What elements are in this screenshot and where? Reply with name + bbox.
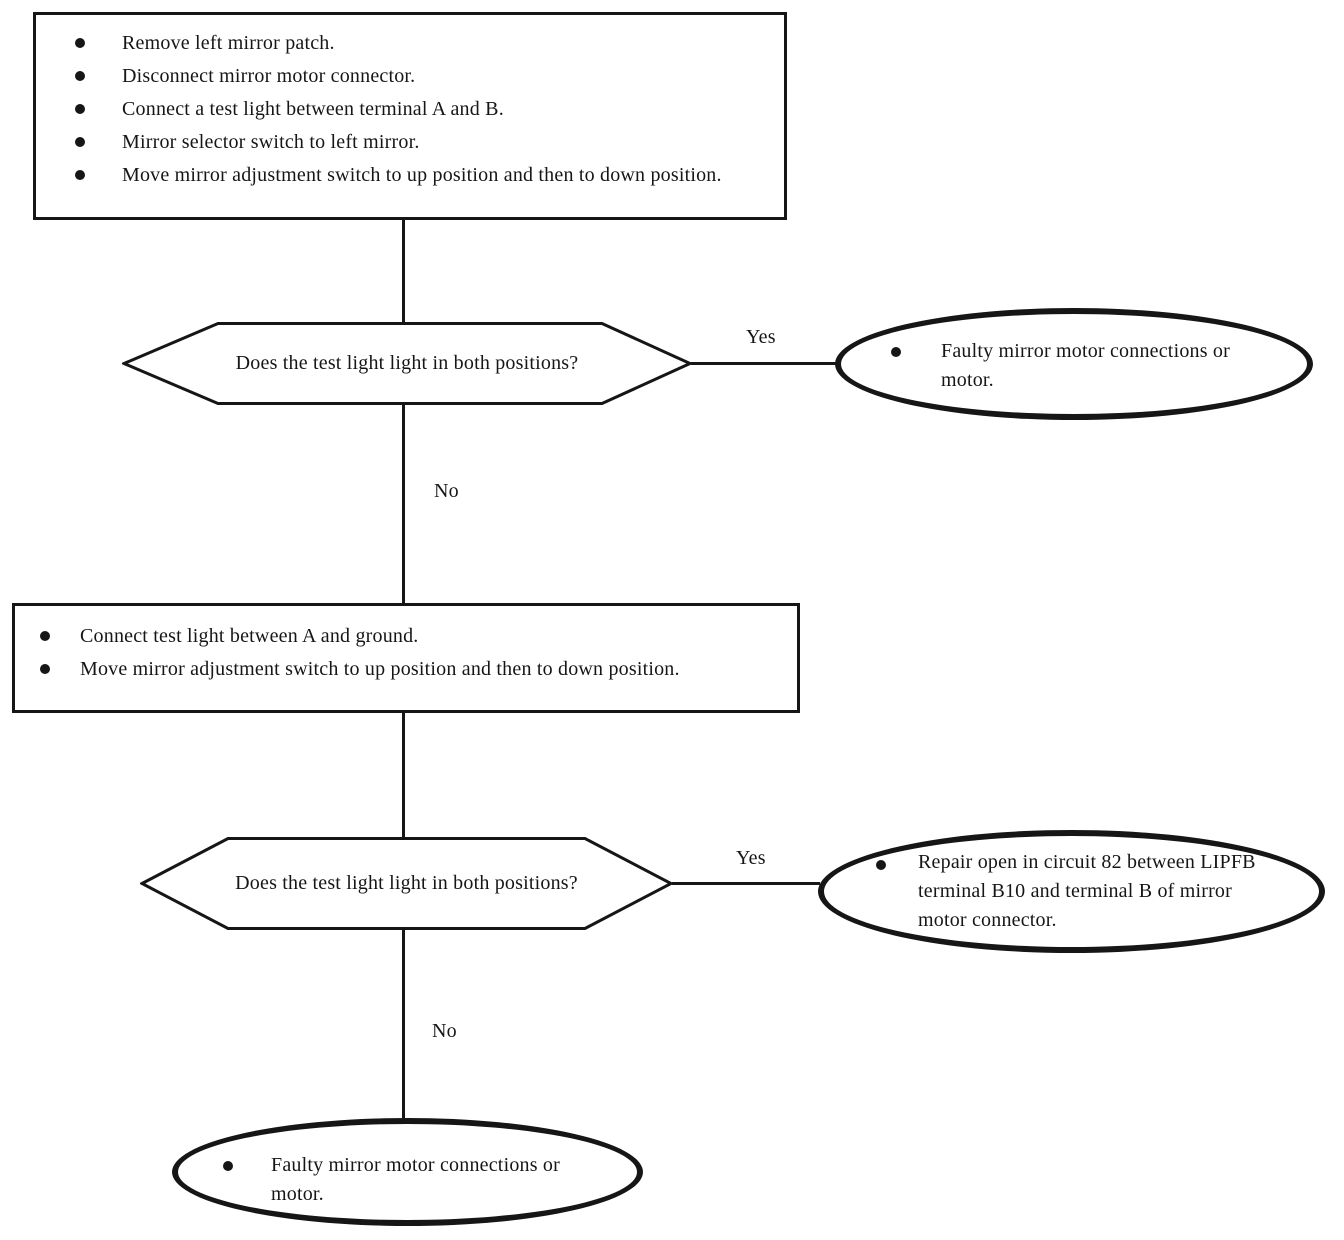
step-text: Remove left mirror patch.: [122, 32, 335, 54]
step-text: Mirror selector switch to left mirror.: [122, 131, 420, 153]
list-item: Mirror selector switch to left mirror.: [36, 129, 784, 155]
bullet-icon: [876, 860, 886, 870]
edge-label-no-1: No: [434, 480, 459, 502]
step-box-second-test: Connect test light between A and ground.…: [12, 603, 800, 713]
list-item: Move mirror adjustment switch to up posi…: [15, 656, 797, 682]
hexagon-shape-icon: [122, 322, 692, 405]
list-item: Connect test light between A and ground.: [15, 623, 797, 649]
list-item: Remove left mirror patch.: [36, 30, 784, 56]
decision-question: Does the test light light in both positi…: [235, 352, 579, 374]
bullet-icon: [40, 631, 50, 641]
connector-line-no-2: [402, 929, 405, 1120]
result-text: Faulty mirror motor connections or motor…: [941, 340, 1230, 391]
edge-label-yes-2: Yes: [736, 847, 766, 869]
hexagon-shape-icon: [140, 837, 673, 930]
connector-line: [402, 220, 405, 323]
edge-label-no-2: No: [432, 1020, 457, 1042]
step-text: Move mirror adjustment switch to up posi…: [80, 658, 680, 680]
step-box-initial-setup: Remove left mirror patch. Disconnect mir…: [33, 12, 787, 220]
list-item: Connect a test light between terminal A …: [36, 96, 784, 122]
bullet-icon: [75, 71, 85, 81]
bullet-icon: [75, 104, 85, 114]
terminal-result-2: Repair open in circuit 82 between LIPFB …: [818, 830, 1325, 953]
bullet-icon: [75, 170, 85, 180]
step-text: Connect a test light between terminal A …: [122, 98, 504, 120]
bullet-icon: [40, 664, 50, 674]
step-text: Connect test light between A and ground.: [80, 625, 419, 647]
list-item: Disconnect mirror motor connector.: [36, 63, 784, 89]
result-text: Faulty mirror motor connections or motor…: [271, 1154, 560, 1205]
bullet-icon: [891, 347, 901, 357]
bullet-icon: [75, 38, 85, 48]
decision-hexagon-2: Does the test light light in both positi…: [140, 837, 673, 930]
step-text: Move mirror adjustment switch to up posi…: [122, 164, 722, 186]
decision-question: Does the test light light in both positi…: [235, 872, 578, 894]
decision-hexagon-1: Does the test light light in both positi…: [122, 322, 692, 405]
list-item: Move mirror adjustment switch to up posi…: [36, 162, 784, 188]
terminal-result-1: Faulty mirror motor connections or motor…: [835, 308, 1313, 420]
edge-label-yes-1: Yes: [746, 326, 776, 348]
connector-line-yes-2: [672, 882, 820, 885]
connector-line-yes-1: [691, 362, 837, 365]
bullet-icon: [75, 137, 85, 147]
result-text: Repair open in circuit 82 between LIPFB …: [918, 851, 1256, 931]
terminal-result-3: Faulty mirror motor connections or motor…: [172, 1118, 643, 1226]
connector-line-no-1: [402, 404, 405, 604]
bullet-icon: [223, 1161, 233, 1171]
connector-line: [402, 712, 405, 838]
step-text: Disconnect mirror motor connector.: [122, 65, 416, 87]
